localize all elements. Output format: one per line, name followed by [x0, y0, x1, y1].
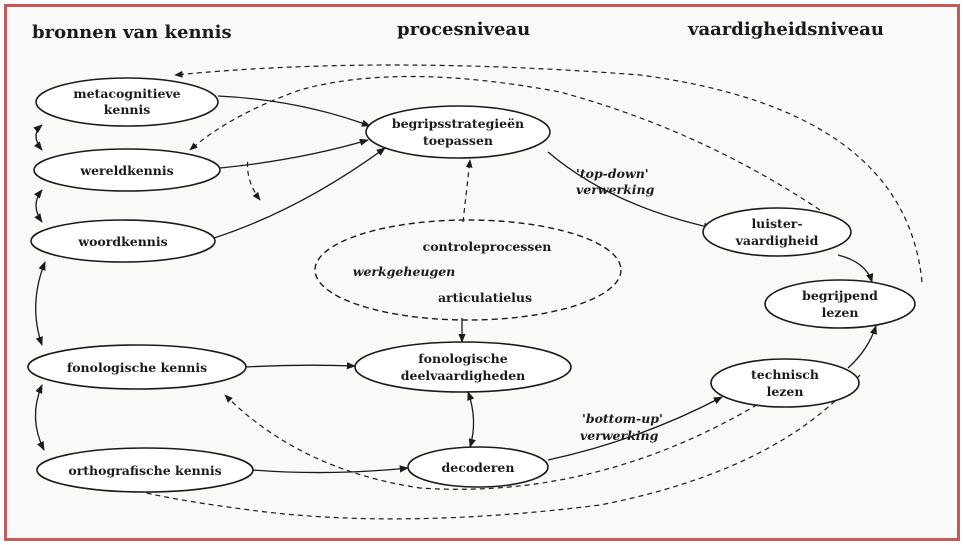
edge-meta-strategies [217, 95, 371, 127]
node-technical-reading: technisch lezen [710, 358, 860, 408]
svg-text:begrijpend: begrijpend [802, 288, 878, 303]
edge-dash-inner-top [189, 75, 821, 211]
node-orthographic-knowledge: orthografische kennis [36, 447, 254, 493]
svg-text:werkgeheugen: werkgeheugen [353, 264, 456, 279]
edge-top-down [547, 151, 713, 230]
svg-text:controleprocessen: controleprocessen [423, 239, 552, 254]
svg-text:lezen: lezen [822, 305, 859, 320]
header-process: procesniveau [397, 19, 530, 40]
svg-text:metacognitieve: metacognitieve [73, 86, 180, 101]
svg-text:luister-: luister- [751, 216, 802, 231]
svg-text:verwerking: verwerking [576, 182, 655, 197]
node-listening: luister- vaardigheid [702, 207, 852, 257]
svg-text:woordkennis: woordkennis [77, 234, 167, 249]
edge-listening-reading [837, 254, 874, 283]
node-phon-subskills: fonologische deelvaardigheden [354, 341, 572, 393]
edge-bottom-up [547, 396, 723, 461]
svg-text:'bottom-up': 'bottom-up' [582, 411, 663, 426]
svg-text:begripsstrategieën: begripsstrategieën [392, 116, 524, 131]
edge-dash-wm-strategies [462, 159, 473, 223]
svg-text:orthografische kennis: orthografische kennis [68, 463, 221, 478]
node-phonological-knowledge: fonologische kennis [27, 344, 247, 390]
svg-text:vaardigheid: vaardigheid [735, 233, 819, 248]
edge-world-word [34, 189, 43, 223]
svg-text:articulatielus: articulatielus [438, 290, 532, 305]
edge-ortho-decoding [251, 465, 409, 474]
node-strategies: begripsstrategieën toepassen [365, 105, 551, 159]
edge-dash-outer-bottom [117, 374, 861, 520]
svg-text:kennis: kennis [104, 102, 151, 117]
svg-text:toepassen: toepassen [423, 133, 493, 148]
header-skills: vaardigheidsniveau [687, 19, 884, 40]
edge-meta-world [33, 124, 43, 151]
svg-text:deelvaardigheden: deelvaardigheden [401, 368, 526, 383]
node-word-knowledge: woordkennis [30, 219, 216, 263]
svg-text:lezen: lezen [767, 384, 804, 399]
edge-word-phon [35, 261, 46, 346]
node-working-memory: controleprocessen werkgeheugen articulat… [314, 219, 622, 321]
edge-phon-subskills [245, 362, 356, 370]
svg-text:technisch: technisch [751, 367, 819, 382]
svg-text:verwerking: verwerking [580, 428, 659, 443]
svg-text:fonologische kennis: fonologische kennis [67, 360, 207, 375]
edge-world-strategies [219, 138, 369, 169]
label-bottom-up: 'bottom-up' verwerking [580, 411, 663, 443]
svg-text:fonologische: fonologische [418, 351, 507, 366]
edge-technical-reading [847, 325, 877, 369]
header-sources: bronnen van kennis [32, 22, 232, 43]
svg-text:wereldkennis: wereldkennis [79, 163, 173, 178]
node-metacognitive: metacognitieve kennis [35, 77, 219, 127]
label-top-down: 'top-down' verwerking [576, 166, 655, 197]
node-reading-comprehension: begrijpend lezen [764, 279, 916, 329]
edge-word-strategies [213, 147, 386, 239]
svg-text:'top-down': 'top-down' [576, 166, 649, 181]
edge-dash-word-up [246, 157, 261, 201]
edge-subskills-decoding [467, 391, 476, 448]
node-decoding: decoderen [407, 446, 549, 488]
node-world-knowledge: wereldkennis [33, 148, 221, 192]
svg-text:decoderen: decoderen [442, 460, 515, 475]
edge-dash-outer-top [174, 64, 923, 283]
edge-dash-inner-bottom [224, 394, 766, 490]
edge-phon-ortho [34, 384, 45, 451]
